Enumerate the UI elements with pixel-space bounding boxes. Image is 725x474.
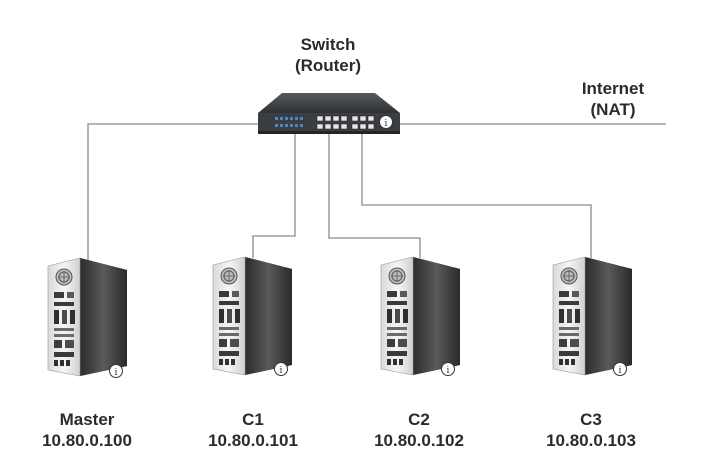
svg-text:i: i	[619, 366, 622, 376]
link-c1	[252, 134, 296, 258]
switch-info-icon[interactable]: i	[379, 115, 393, 130]
link-c3	[361, 134, 592, 258]
c2-computer-icon	[380, 256, 461, 376]
switch-label: Switch (Router)	[268, 34, 388, 76]
node-label-master: Master 10.80.0.100	[27, 409, 147, 451]
svg-text:i: i	[115, 368, 118, 378]
svg-text:i: i	[280, 366, 283, 376]
switch-subtitle: (Router)	[294, 56, 362, 75]
svg-text:i: i	[385, 119, 388, 129]
node-name: C3	[580, 410, 602, 429]
node-ip: 10.80.0.101	[208, 431, 298, 450]
internet-label: Internet (NAT)	[553, 78, 673, 120]
switch-title: Switch	[300, 35, 356, 54]
switch-icon	[258, 93, 400, 134]
c1-computer-icon	[212, 256, 293, 376]
node-ip: 10.80.0.102	[374, 431, 464, 450]
node-ip: 10.80.0.100	[42, 431, 132, 450]
master-info-icon[interactable]: i	[109, 364, 123, 379]
link-master	[87, 123, 262, 262]
node-label-c1: C1 10.80.0.101	[193, 409, 313, 451]
link-c2	[328, 134, 421, 258]
c3-info-icon[interactable]: i	[613, 362, 627, 377]
c1-info-icon[interactable]: i	[274, 362, 288, 377]
svg-text:i: i	[447, 366, 450, 376]
node-name: C1	[242, 410, 264, 429]
c3-computer-icon	[552, 256, 633, 376]
node-name: C2	[408, 410, 430, 429]
node-name: Master	[59, 410, 115, 429]
node-label-c3: C3 10.80.0.103	[531, 409, 651, 451]
internet-title: Internet	[581, 79, 645, 98]
c2-info-icon[interactable]: i	[441, 362, 455, 377]
node-label-c2: C2 10.80.0.102	[359, 409, 479, 451]
internet-subtitle: (NAT)	[590, 100, 636, 119]
node-ip: 10.80.0.103	[546, 431, 636, 450]
master-computer-icon	[47, 257, 128, 377]
